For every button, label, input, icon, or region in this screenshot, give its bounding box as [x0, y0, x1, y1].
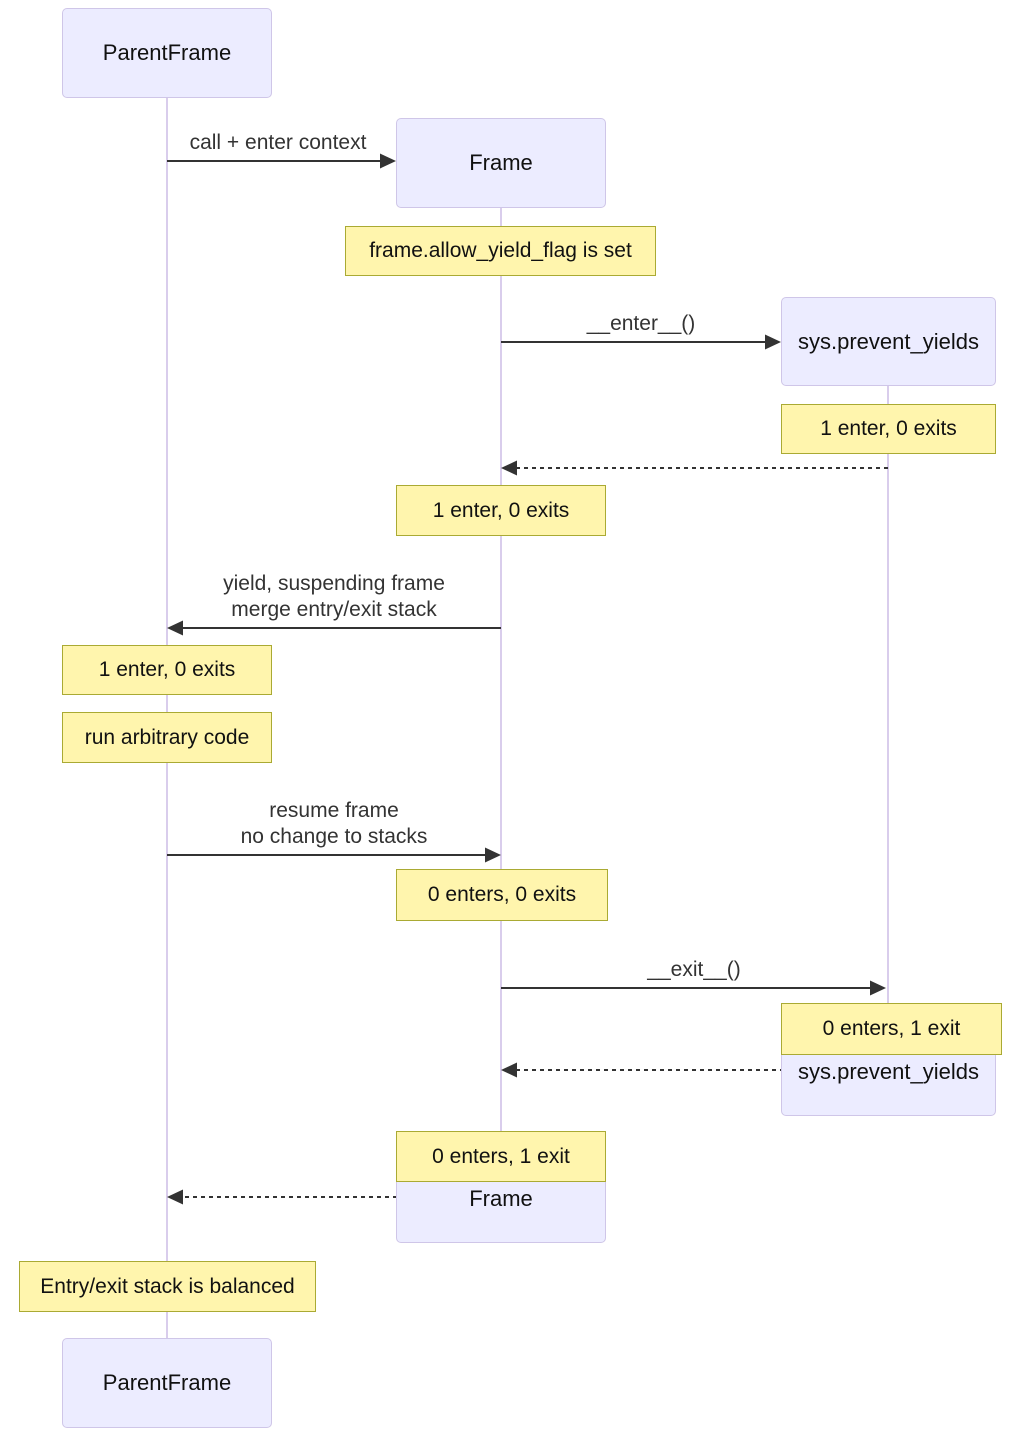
arrowhead-enter [765, 334, 781, 350]
participant-parentframe-top: ParentFrame [62, 8, 272, 98]
arrowhead-call-enter [380, 153, 396, 169]
participant-frame-top: Frame [396, 118, 606, 208]
message-label-call-enter: call + enter context [189, 131, 367, 154]
arrowhead-exit [870, 980, 886, 996]
note-sys-after-enter: 1 enter, 0 exits [781, 404, 996, 454]
participant-frame-label: Frame [469, 150, 533, 175]
message-label-exit: __exit__() [647, 958, 741, 981]
participant-parentframe-bottom: ParentFrame [62, 1338, 272, 1428]
note-run-arbitrary-code: run arbitrary code [62, 712, 272, 763]
arrowhead-final-return [167, 1189, 183, 1205]
note-frame-after-resume: 0 enters, 0 exits [396, 869, 608, 921]
note-frame-after-exit: 0 enters, 1 exit [396, 1131, 606, 1182]
participant-parentframe-label: ParentFrame [102, 40, 232, 65]
arrowhead-exit-return [501, 1062, 517, 1078]
message-label-resume: resume frame no change to stacks [240, 799, 428, 848]
note-frame-after-enter: 1 enter, 0 exits [396, 485, 606, 536]
participant-sys-prevent-yields-label: sys.prevent_yields [798, 1059, 979, 1084]
participant-frame-label: Frame [469, 1186, 533, 1211]
note-sys-after-exit: 0 enters, 1 exit [781, 1003, 1002, 1055]
message-label-yield: yield, suspending frame merge entry/exit… [223, 572, 445, 621]
note-allow-yield-flag: frame.allow_yield_flag is set [345, 226, 656, 276]
note-parent-after-yield: 1 enter, 0 exits [62, 645, 272, 695]
participant-sys-prevent-yields-top: sys.prevent_yields [781, 297, 996, 386]
participant-parentframe-label: ParentFrame [102, 1370, 232, 1395]
arrowhead-resume [485, 847, 501, 863]
arrowhead-yield [167, 620, 183, 636]
participant-sys-prevent-yields-label: sys.prevent_yields [798, 328, 979, 354]
arrowhead-enter-return [501, 460, 517, 476]
message-label-enter: __enter__() [586, 312, 696, 335]
note-stack-balanced: Entry/exit stack is balanced [19, 1261, 316, 1312]
